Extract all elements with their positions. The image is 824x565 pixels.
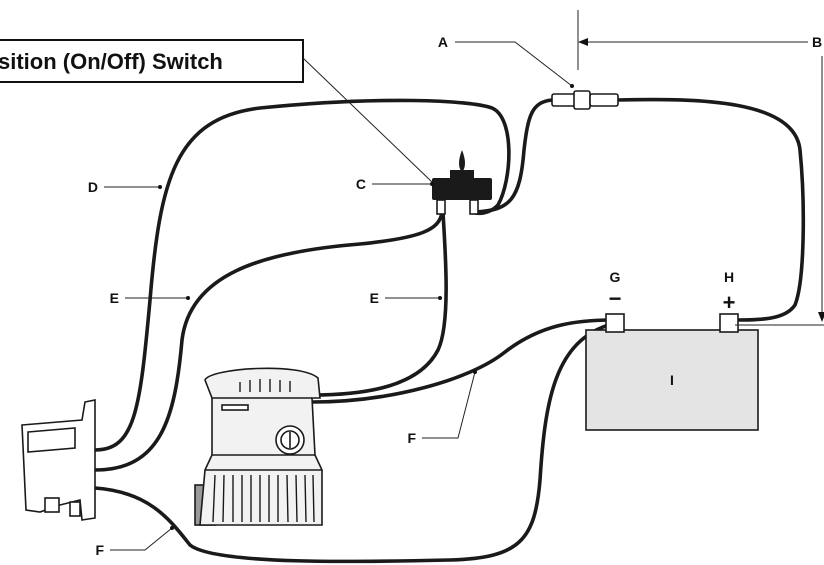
terminal-negative-symbol: −	[609, 286, 622, 311]
wire-fuse-positive	[616, 97, 806, 322]
callout-leaders	[104, 41, 574, 551]
wire-f-pump	[310, 318, 614, 404]
label-d: D	[88, 179, 98, 195]
label-g: G	[610, 269, 621, 285]
label-c: C	[356, 176, 366, 192]
toggle-switch-icon	[432, 150, 492, 215]
label-h: H	[724, 269, 734, 285]
float-switch-icon	[21, 399, 96, 521]
bilge-pump-icon	[194, 367, 323, 526]
label-i: I	[670, 372, 674, 388]
wire-e-pump	[310, 211, 448, 397]
wires	[93, 97, 806, 564]
label-a: A	[438, 34, 448, 50]
wire-e-float	[93, 210, 444, 472]
battery-icon	[585, 313, 759, 431]
terminal-positive-symbol: +	[723, 290, 736, 315]
switch-title: sition (On/Off) Switch	[0, 49, 223, 74]
switch-title-leader	[302, 57, 433, 183]
dimension-line-b	[577, 10, 824, 326]
label-b: B	[812, 34, 822, 50]
wire-f-float	[93, 322, 614, 564]
label-f-left: F	[95, 542, 104, 558]
fuse-holder-icon	[551, 90, 619, 110]
label-e-left: E	[110, 290, 119, 306]
wire-d	[93, 98, 511, 452]
switch-title-box: sition (On/Off) Switch	[0, 39, 304, 83]
label-e-right: E	[370, 290, 379, 306]
wire-switch-fuse	[474, 98, 554, 214]
label-f-right: F	[407, 430, 416, 446]
